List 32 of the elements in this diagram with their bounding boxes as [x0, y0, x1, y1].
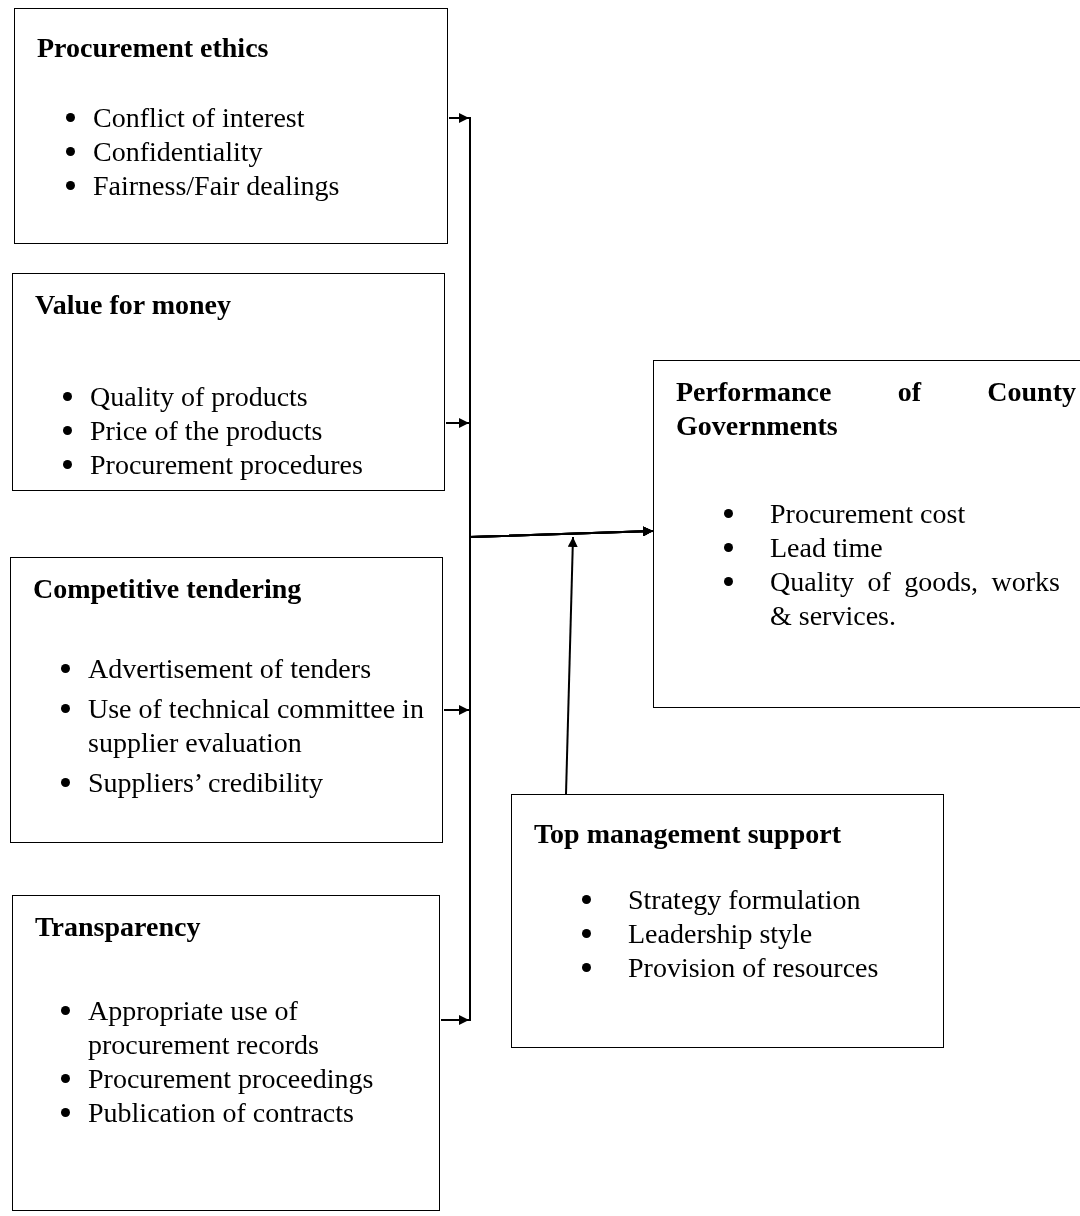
bullet-item: Quality of products — [90, 380, 309, 414]
bullet-item: Provision of resources — [628, 951, 880, 985]
box-heading: Competitive tendering — [33, 572, 302, 606]
box-heading: Procurement ethics — [37, 31, 269, 65]
factor-box — [511, 794, 944, 1048]
factor-box — [12, 895, 440, 1211]
bullet-item: Confidentiality — [93, 135, 264, 169]
bullet-item: Strategy formulation — [628, 883, 862, 917]
bullet-item: Advertisement of tenders — [88, 652, 373, 686]
bullet-item: Price of the products — [90, 414, 324, 448]
bullet-item: Publication of contracts — [88, 1096, 355, 1130]
box-heading: Performance of County Governments — [676, 375, 1076, 443]
bullet-item: Quality of goods, works & services. — [770, 565, 1060, 633]
bullet-item: Use of technical committee in supplier evaluation — [88, 692, 425, 760]
factor-box — [12, 273, 445, 491]
bullet-item: Procurement procedures — [90, 448, 364, 482]
arrow — [565, 536, 578, 795]
bullet-item: Procurement proceedings — [88, 1062, 375, 1096]
factor-box — [653, 360, 1080, 708]
bullet-item: Procurement cost — [770, 497, 967, 531]
factor-box — [14, 8, 448, 244]
box-heading: Transparency — [35, 910, 201, 944]
box-heading: Top management support — [534, 817, 841, 851]
bullet-item: Appropriate use of procurement records — [88, 994, 320, 1062]
factor-box — [10, 557, 443, 843]
box-heading: Value for money — [35, 288, 231, 322]
bullet-item: Conflict of interest — [93, 101, 306, 135]
bullet-item: Lead time — [770, 531, 884, 565]
bullet-item: Fairness/Fair dealings — [93, 169, 341, 203]
arrow — [440, 526, 654, 1025]
bullet-item: Suppliers’ credibility — [88, 766, 325, 800]
bullet-item: Leadership style — [628, 917, 814, 951]
